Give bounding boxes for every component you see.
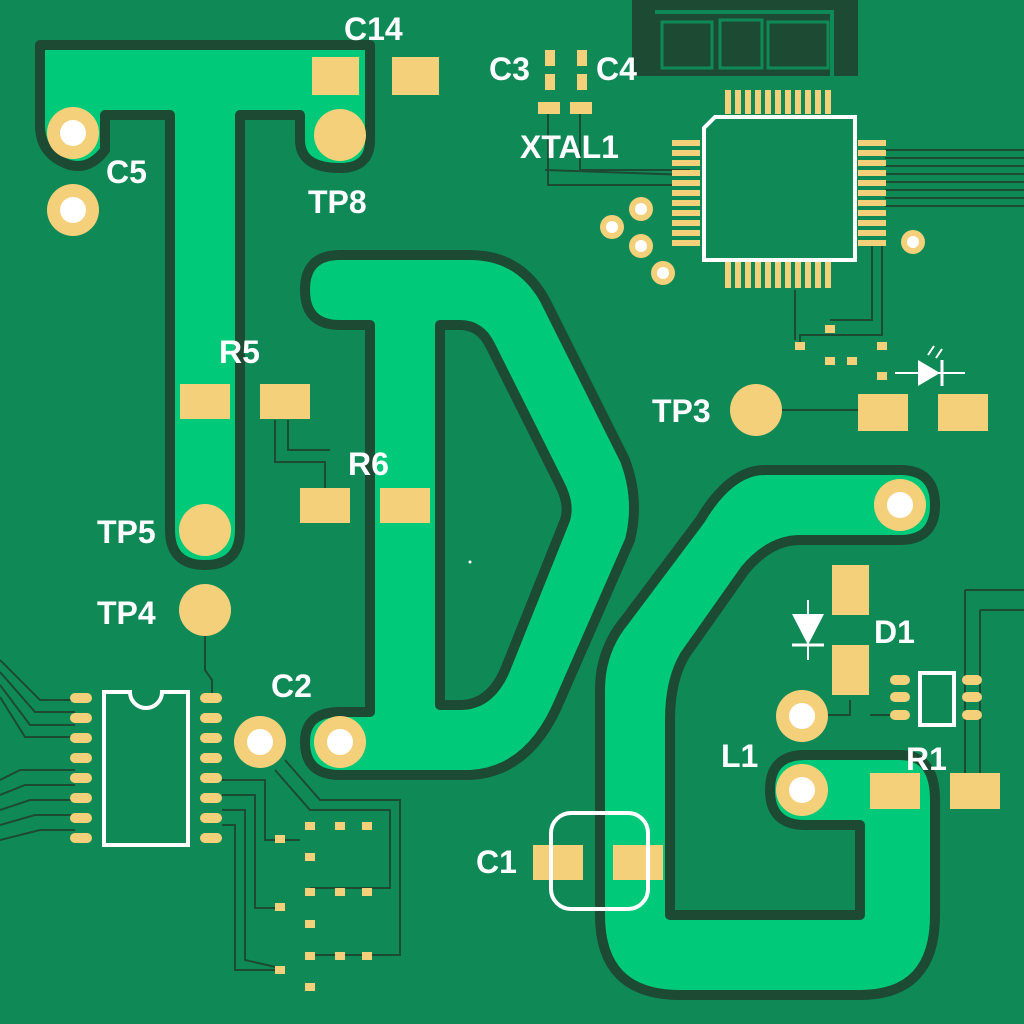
label-tp3: TP3 [652, 393, 711, 429]
dip-ic [70, 690, 222, 847]
label-r5: R5 [219, 334, 260, 370]
small-smd-pads [275, 50, 887, 991]
copper-pour-d [300, 250, 639, 780]
label-c2: C2 [271, 668, 312, 704]
label-xtal1: XTAL1 [520, 129, 619, 165]
sot-package [890, 671, 982, 727]
label-tp8: TP8 [308, 184, 367, 220]
vias [600, 197, 925, 285]
led-icon [895, 345, 965, 386]
label-c3: C3 [489, 51, 530, 87]
label-c14: C14 [344, 11, 403, 47]
label-c1: C1 [476, 844, 517, 880]
c1-outline [549, 811, 650, 911]
label-d1: D1 [874, 614, 915, 650]
microcontroller-qfp [672, 90, 886, 288]
label-c5: C5 [106, 154, 147, 190]
through-holes [47, 107, 926, 816]
component-pads [180, 57, 1000, 880]
copper-pour-t [35, 40, 375, 570]
label-l1: L1 [721, 738, 758, 774]
label-r1: R1 [906, 741, 947, 777]
copper-pour-g [595, 465, 940, 1000]
label-c4: C4 [596, 51, 637, 87]
diode-icon [792, 600, 824, 660]
label-tp5: TP5 [97, 514, 156, 550]
antenna-keepout [632, 0, 858, 90]
label-r6: R6 [348, 446, 389, 482]
fiducial-dot [468, 560, 472, 564]
label-tp4: TP4 [97, 595, 156, 631]
